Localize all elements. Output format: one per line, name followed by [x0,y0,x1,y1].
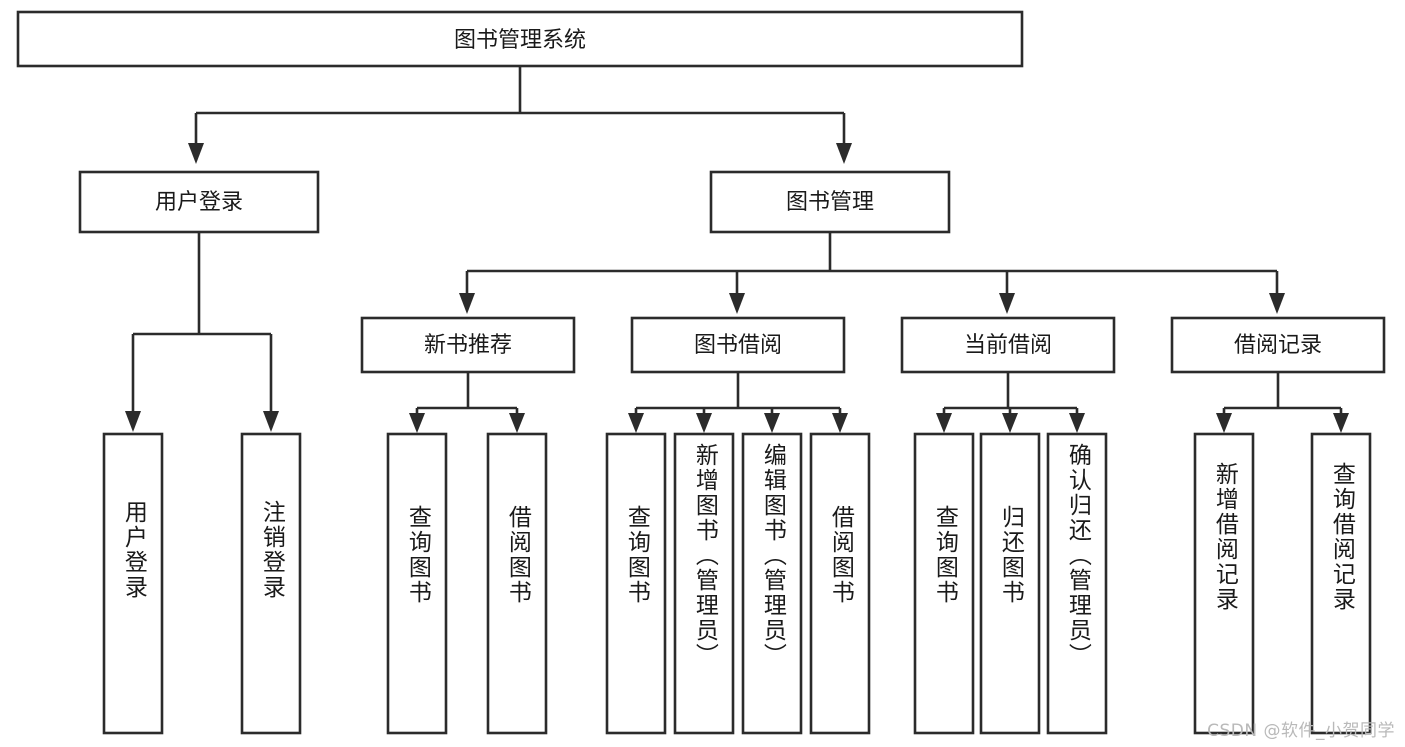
arrow-head-icon [836,143,852,164]
leaf-box-edit-book-admin[interactable] [741,432,803,735]
arrow-head-icon [936,413,952,433]
node-borrow-record-label: 借阅记录 [1234,333,1322,358]
node-user-login-label: 用户登录 [155,190,243,215]
arrow-head-icon [1333,413,1349,433]
node-root[interactable]: 图书管理系统 [16,10,1024,68]
node-current-borrow-box [900,316,1116,374]
arrow-head-icon [999,293,1015,314]
arrow-head-icon [459,293,475,314]
node-book-borrow[interactable]: 图书借阅 [630,316,846,374]
node-book-management[interactable]: 图书管理 [709,170,951,234]
csdn-watermark: CSDN @软件_小贺同学 [1207,721,1395,741]
leaf-box-query-book-1[interactable] [386,432,448,735]
node-new-book-recommend-label: 新书推荐 [424,333,512,358]
node-user-login[interactable]: 用户登录 [78,170,320,234]
connector-book-borrow-to-leaves [628,372,848,433]
node-new-book-recommend[interactable]: 新书推荐 [360,316,576,374]
leaf-box-borrow-book-1[interactable] [486,432,548,735]
leaf-box-logout-login[interactable] [240,432,302,735]
connector-current-borrow-to-leaves [936,372,1085,433]
node-root-box [16,10,1024,68]
arrow-head-icon [764,413,780,433]
arrow-head-icon [1002,413,1018,433]
connector-user-login-to-leaves [125,232,279,432]
leaf-box-borrow-book-2[interactable] [809,432,871,735]
arrow-head-icon [832,413,848,433]
node-user-login-box [78,170,320,234]
arrow-head-icon [125,411,141,432]
arrow-head-icon [729,293,745,314]
leaf-box-add-borrow-record[interactable] [1193,432,1255,735]
leaf-box-query-borrow-record[interactable] [1310,432,1372,735]
leaf-box-return-book[interactable] [979,432,1041,735]
node-current-borrow-label: 当前借阅 [964,333,1052,358]
arrow-head-icon [628,413,644,433]
leaf-box-add-book-admin[interactable] [673,432,735,735]
connector-borrow-record-to-leaves [1216,372,1349,433]
leaf-box-query-book-2[interactable] [605,432,667,735]
node-borrow-record[interactable]: 借阅记录 [1170,316,1386,374]
leaf-box-query-book-3[interactable] [913,432,975,735]
arrow-head-icon [696,413,712,433]
connector-new-book-recommend-to-leaves [409,372,525,433]
node-book-management-label: 图书管理 [786,190,874,215]
arrow-head-icon [409,413,425,433]
arrow-head-icon [1216,413,1232,433]
connector-book-management-to-level2 [459,232,1285,314]
connector-root-to-level1 [188,66,852,164]
node-root-label: 图书管理系统 [454,28,586,53]
arrow-head-icon [1069,413,1085,433]
arrow-head-icon [1269,293,1285,314]
arrow-head-icon [509,413,525,433]
leaf-box-user-login[interactable] [102,432,164,735]
leaf-box-confirm-return-admin[interactable] [1046,432,1108,735]
node-new-book-recommend-box [360,316,576,374]
node-current-borrow[interactable]: 当前借阅 [900,316,1116,374]
arrow-head-icon [263,411,279,432]
node-book-borrow-label: 图书借阅 [694,333,782,358]
arrow-head-icon [188,143,204,164]
